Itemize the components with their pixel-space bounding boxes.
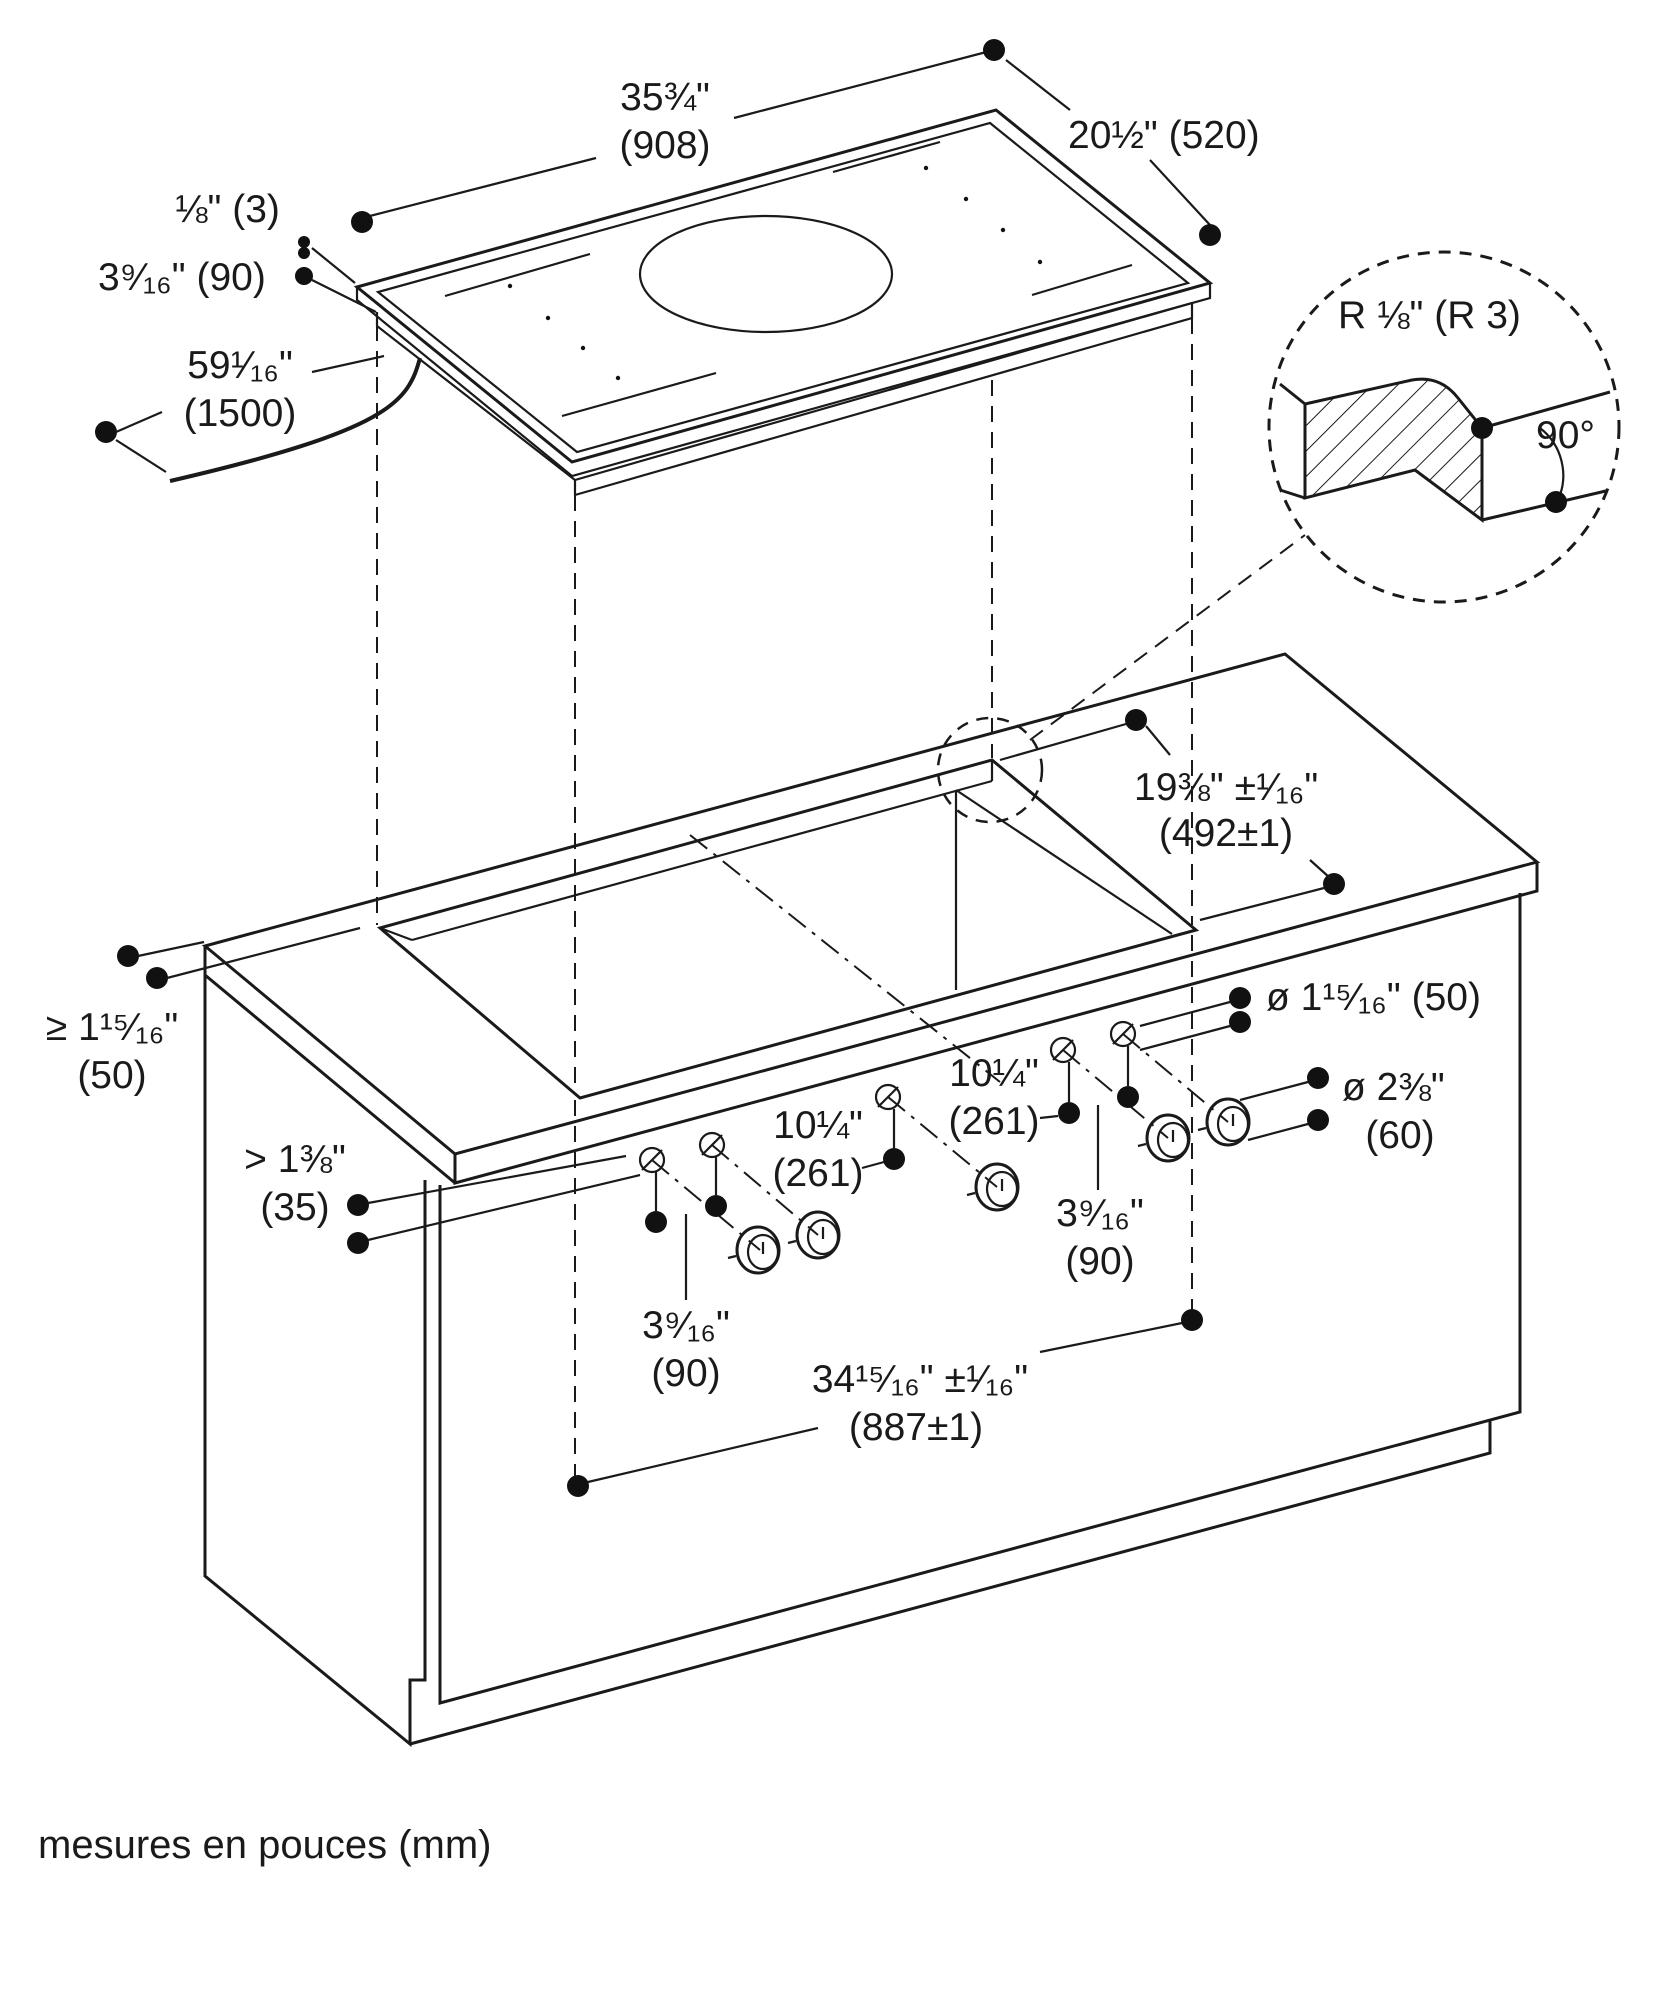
projection-lines [376, 318, 1193, 1480]
knob [727, 1225, 781, 1275]
knob-spacing-left-inch: 3⁹⁄₁₆" [642, 1304, 730, 1347]
cooktop-width-inch: 35¾" [620, 76, 710, 119]
cutout-depth-mm: (492±1) [1159, 812, 1293, 855]
cable-length-mm: (1500) [184, 392, 297, 435]
cabinet-front-panel [438, 893, 1522, 1705]
corner-angle: 90° [1536, 414, 1595, 457]
cooktop-zone-mark [832, 140, 941, 174]
countertop-top-face [201, 652, 1541, 1156]
cutout-rear-wall [955, 789, 1173, 935]
cabinet [203, 893, 1522, 1748]
cutout-opening [376, 758, 1200, 1100]
cooktop-zone-mark [561, 371, 717, 418]
cutout-width-inch: 34¹⁵⁄₁₆" ±¹⁄₁₆" [812, 1358, 1028, 1401]
cooktop-width-mm: (908) [619, 124, 710, 167]
cooktop-front-edge [355, 283, 1212, 478]
cabinet-plinth [409, 1420, 1492, 1746]
edge-detail [936, 250, 1621, 824]
units-caption: mesures en pouces (mm) [38, 1823, 491, 1867]
dimension-labels: 35¾" (908) 20½" (520) ⅛" (3) 3⁹⁄₁₆" (90)… [46, 76, 1595, 1449]
detail-callout-circle [936, 716, 1044, 824]
knob [966, 1162, 1020, 1212]
edge-radius: R ⅛" (R 3) [1338, 294, 1521, 337]
cooktop [169, 108, 1214, 497]
countertop [201, 652, 1541, 1185]
knob [1137, 1113, 1191, 1163]
large-knob-diameter-inch: ø 2⅜" [1342, 1066, 1445, 1109]
min-front-panel-mm: (35) [260, 1186, 329, 1229]
knob-spacing-right-mm: (90) [1065, 1240, 1134, 1283]
cutout-width-mm: (887±1) [849, 1406, 983, 1449]
cutout-center-line [689, 834, 1001, 1083]
dimension-lines [95, 39, 1567, 1497]
large-knob-diameter-mm: (60) [1365, 1114, 1434, 1157]
knob-position-marker [638, 1020, 1137, 1174]
knob-group-spacing-2-mm: (261) [948, 1100, 1039, 1143]
edge-profile-section [1303, 377, 1484, 523]
cooktop-flex-zone [638, 214, 894, 334]
knob-group-spacing-1-inch: 10¼" [773, 1104, 863, 1147]
knob [1197, 1097, 1251, 1147]
min-front-edge-mm: (50) [77, 1054, 146, 1097]
power-cable [169, 357, 422, 483]
min-front-panel-inch: > 1⅜" [244, 1138, 346, 1181]
cutout-inner-walls [379, 760, 994, 990]
cooktop-height: 3⁹⁄₁₆" (90) [98, 256, 266, 299]
knob-group-spacing-1-mm: (261) [772, 1152, 863, 1195]
cooktop-zone-mark [444, 252, 591, 298]
knob-group-spacing-2-inch: 10¼" [949, 1052, 1039, 1095]
small-knob-diameter: ø 1¹⁵⁄₁₆" (50) [1266, 976, 1481, 1019]
cooktop-zone-mark [1031, 263, 1133, 297]
glass-thickness: ⅛" (3) [175, 188, 280, 231]
control-knobs [638, 1020, 1251, 1275]
countertop-front-edge [453, 862, 1539, 1185]
cutout-depth-inch: 19⅜" ±¹⁄₁₆" [1134, 766, 1318, 809]
cabinet-left-side [203, 975, 427, 1748]
knob [787, 1210, 841, 1260]
cooktop-depth: 20½" (520) [1068, 114, 1260, 157]
detail-leader [1029, 534, 1306, 741]
knob-spacing-right-inch: 3⁹⁄₁₆" [1056, 1192, 1144, 1235]
min-front-edge-inch: ≥ 1¹⁵⁄₁₆" [46, 1006, 178, 1049]
cooktop-glass-inner [375, 121, 1191, 454]
knob-spacing-left-mm: (90) [651, 1352, 720, 1395]
cable-length-inch: 59¹⁄₁₆" [187, 344, 293, 387]
